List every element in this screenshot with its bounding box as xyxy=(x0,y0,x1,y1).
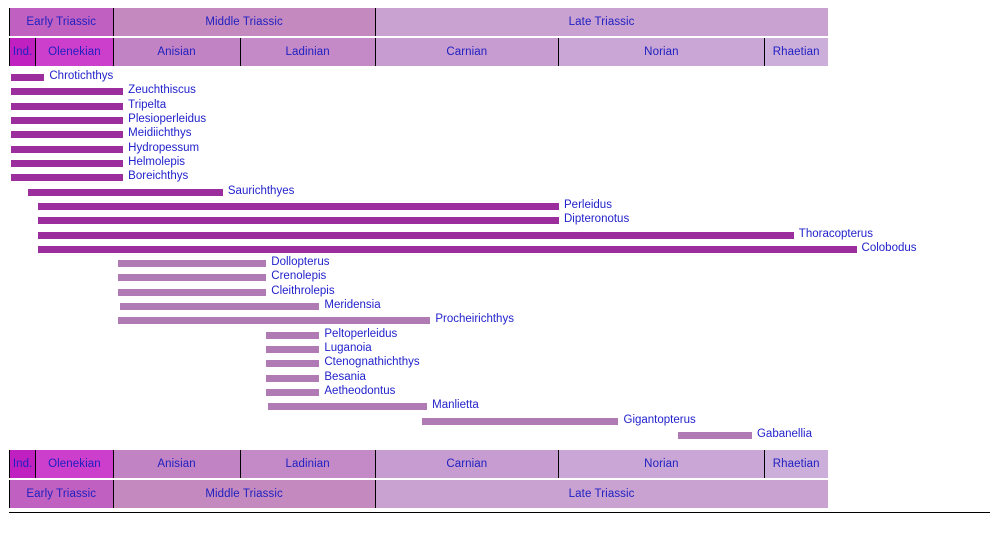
taxon-label: Tripelta xyxy=(128,98,167,111)
taxon-label: Zeuchthiscus xyxy=(128,84,196,97)
range-bar[interactable] xyxy=(118,288,267,296)
stage-ind[interactable]: Ind. xyxy=(9,38,37,66)
stage-ind[interactable]: Ind. xyxy=(9,450,37,478)
taxon-label: Saurichthyes xyxy=(227,184,295,197)
epoch-middletriassic[interactable]: Middle Triassic xyxy=(113,8,376,36)
axis-line xyxy=(9,512,990,513)
range-bar[interactable] xyxy=(28,188,223,196)
band-label: Norian xyxy=(644,46,679,58)
stage-anisian[interactable]: Anisian xyxy=(113,38,241,66)
taxon-label: Gigantopterus xyxy=(623,413,696,426)
stage-ladinian[interactable]: Ladinian xyxy=(240,38,376,66)
taxon-label: Hydropessum xyxy=(128,141,200,154)
range-bar[interactable] xyxy=(118,260,267,268)
taxon-label: Perleidus xyxy=(564,198,612,211)
time-axis xyxy=(0,512,1000,542)
taxon-label: Gabanellia xyxy=(756,428,812,440)
band-label: Ind. xyxy=(12,46,33,58)
epoch-latetriassic[interactable]: Late Triassic xyxy=(375,480,828,508)
taxon-label: Peltoperleidus xyxy=(324,327,398,340)
taxon-label: Aetheodontus xyxy=(324,385,396,398)
band-label: Olenekian xyxy=(48,458,101,470)
band-label: Anisian xyxy=(157,458,196,470)
band-label: Middle Triassic xyxy=(205,488,283,500)
range-bar[interactable] xyxy=(266,346,320,354)
band-label: Anisian xyxy=(157,46,196,58)
band-label: Early Triassic xyxy=(26,488,97,500)
taxon-label: Cleithrolepis xyxy=(271,284,335,297)
range-bar[interactable] xyxy=(266,374,320,382)
band-label: Carnian xyxy=(446,458,488,470)
taxon-label: Manlietta xyxy=(432,399,479,412)
range-bar[interactable] xyxy=(266,331,320,339)
range-bar[interactable] xyxy=(37,202,559,210)
range-bar[interactable] xyxy=(10,159,124,167)
taxon-label: Meidiichthys xyxy=(128,127,192,140)
band-label: Early Triassic xyxy=(26,16,97,28)
stage-rhaetian[interactable]: Rhaetian xyxy=(764,450,828,478)
range-bar[interactable] xyxy=(267,403,428,411)
range-bar[interactable] xyxy=(118,317,431,325)
band-label: Middle Triassic xyxy=(205,16,283,28)
taxon-label: Colobodus xyxy=(861,241,917,254)
taxon-label: Ctenognathichthys xyxy=(324,356,420,369)
taxon-label: Crenolepis xyxy=(271,270,327,283)
band-label: Olenekian xyxy=(48,46,101,58)
range-bar[interactable] xyxy=(10,116,124,124)
range-bar[interactable] xyxy=(10,74,45,81)
taxon-label: Chrotichthys xyxy=(49,70,114,82)
stage-olenekian[interactable]: Olenekian xyxy=(36,450,114,478)
taxon-label: Thoracopterus xyxy=(798,227,873,240)
taxon-label: Procheirichthys xyxy=(435,313,514,326)
range-bar[interactable] xyxy=(10,174,124,182)
range-bar[interactable] xyxy=(10,102,124,110)
band-label: Ind. xyxy=(12,458,33,470)
band-label: Ladinian xyxy=(285,458,330,470)
band-label: Late Triassic xyxy=(568,16,635,28)
range-bar[interactable] xyxy=(118,274,267,282)
band-label: Rhaetian xyxy=(772,46,820,58)
range-bar[interactable] xyxy=(37,231,794,239)
stage-ladinian[interactable]: Ladinian xyxy=(240,450,376,478)
taxon-label: Dollopterus xyxy=(271,256,330,269)
range-bar[interactable] xyxy=(10,88,124,96)
range-bar[interactable] xyxy=(119,303,320,311)
taxon-label: Helmolepis xyxy=(128,155,186,168)
range-bar[interactable] xyxy=(37,217,559,225)
stage-anisian[interactable]: Anisian xyxy=(113,450,241,478)
taxon-label: Meridensia xyxy=(324,299,381,312)
epoch-middletriassic[interactable]: Middle Triassic xyxy=(113,480,376,508)
range-bar[interactable] xyxy=(266,360,320,368)
epoch-latetriassic[interactable]: Late Triassic xyxy=(375,8,828,36)
band-label: Late Triassic xyxy=(568,488,635,500)
stage-norian[interactable]: Norian xyxy=(559,450,765,478)
taxon-label: Boreichthys xyxy=(128,170,189,183)
timescale-stages-bottom: Ind. Olenekian Anisian Ladinian Carnian Noria… xyxy=(0,450,1000,478)
range-bar[interactable] xyxy=(266,389,320,397)
range-bar[interactable] xyxy=(37,245,857,253)
taxon-label: Luganoia xyxy=(324,342,372,355)
band-label: Norian xyxy=(644,458,679,470)
stage-rhaetian[interactable]: Rhaetian xyxy=(764,38,828,66)
epoch-earlytriassic[interactable]: Early Triassic xyxy=(9,8,114,36)
range-bar[interactable] xyxy=(10,131,124,139)
taxon-label: Dipteronotus xyxy=(564,213,630,226)
stage-carnian[interactable]: Carnian xyxy=(375,38,559,66)
stage-olenekian[interactable]: Olenekian xyxy=(36,38,114,66)
range-bar[interactable] xyxy=(422,417,619,425)
range-bar[interactable] xyxy=(678,432,752,439)
band-label: Ladinian xyxy=(285,46,330,58)
timescale-epochs-top: Early Triassic Middle Triassic Late Triass… xyxy=(0,8,1000,36)
timescale-stages-top: Ind. Olenekian Anisian Ladinian Carnian Noria… xyxy=(0,38,1000,66)
range-bar[interactable] xyxy=(10,145,124,153)
band-label: Carnian xyxy=(446,46,488,58)
taxon-label: Besania xyxy=(324,370,366,383)
stage-norian[interactable]: Norian xyxy=(559,38,765,66)
band-label: Rhaetian xyxy=(772,458,820,470)
epoch-earlytriassic[interactable]: Early Triassic xyxy=(9,480,114,508)
taxon-label: Plesioperleidus xyxy=(128,112,207,125)
timescale-epochs-bottom: Early Triassic Middle Triassic Late Triass… xyxy=(0,480,1000,508)
stage-carnian[interactable]: Carnian xyxy=(375,450,559,478)
